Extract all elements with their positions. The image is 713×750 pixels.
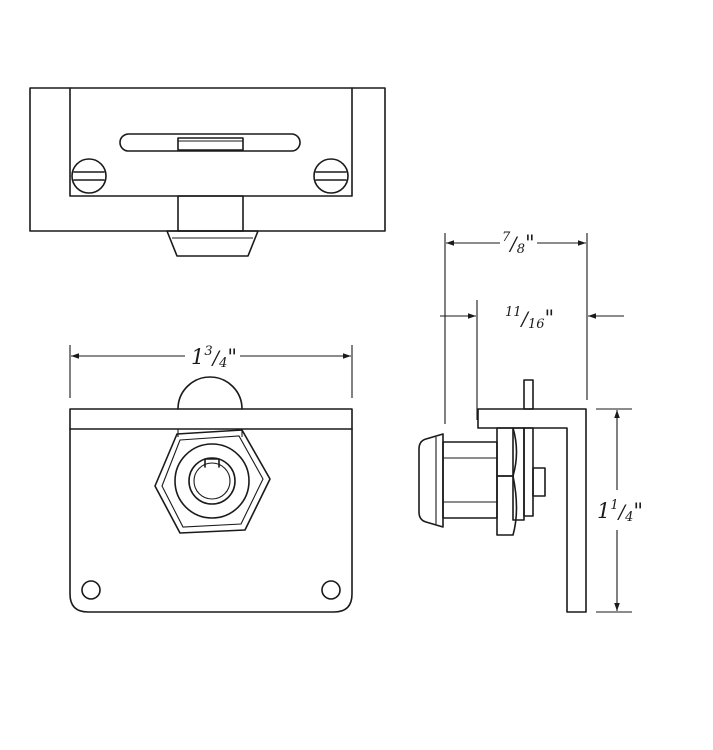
front-view-keyway [204, 458, 220, 468]
right-screw-icon [313, 158, 349, 194]
dimension-width-numerator: 3 [204, 344, 212, 359]
front-view-plate [69, 408, 353, 613]
dimension-depth-unit: " [525, 231, 535, 255]
dimension-depth-label: 7/8" [502, 230, 535, 257]
dimension-width-whole: 1 [191, 345, 204, 369]
dimension-height-denominator: 4 [624, 510, 633, 525]
front-view-cam [177, 376, 243, 410]
top-view-slot [119, 133, 301, 152]
dimension-cylinder-denominator: 16 [528, 317, 545, 332]
top-view-cylinder [177, 195, 244, 232]
top-view-cylinder-head [166, 230, 259, 257]
dimension-cylinder-numerator: 11 [505, 305, 522, 320]
side-view-cam [523, 427, 534, 517]
dimension-height-unit: " [633, 499, 643, 523]
dimension-depth-denominator: 8 [517, 242, 525, 257]
front-view-hex-nut [154, 429, 271, 534]
top-view-inner-plate [69, 87, 353, 197]
side-view-screw [532, 467, 546, 497]
side-view-cylinder-head [418, 433, 444, 528]
dimension-height-whole: 1 [597, 499, 610, 523]
front-view: 13/4" [69, 344, 353, 613]
dimension-width-denominator: 4 [218, 356, 227, 371]
dimension-height-numerator: 1 [610, 498, 618, 513]
left-mounting-hole-icon [81, 580, 101, 600]
top-view-cam [177, 137, 244, 151]
dimension-cylinder-unit: " [545, 306, 555, 330]
side-view-washer [512, 427, 525, 521]
side-view-bracket [477, 408, 587, 613]
side-view-barrel [442, 441, 498, 519]
front-view-cylinder-face [174, 443, 250, 519]
side-view-cam-post [523, 379, 534, 410]
right-mounting-hole-icon [321, 580, 341, 600]
left-screw-icon [71, 158, 107, 194]
dimension-cylinder-label: 11/16" [505, 305, 554, 332]
dimension-height-label: 11/4" [597, 498, 643, 525]
dimension-width-unit: " [227, 345, 237, 369]
dimension-width-label: 13/4" [191, 344, 237, 371]
dimension-depth-numerator: 7 [502, 230, 511, 245]
side-view: 7/8" 11/16" 11/4" [418, 230, 643, 613]
top-view [29, 87, 386, 257]
front-view-keyway-ring [188, 457, 236, 505]
